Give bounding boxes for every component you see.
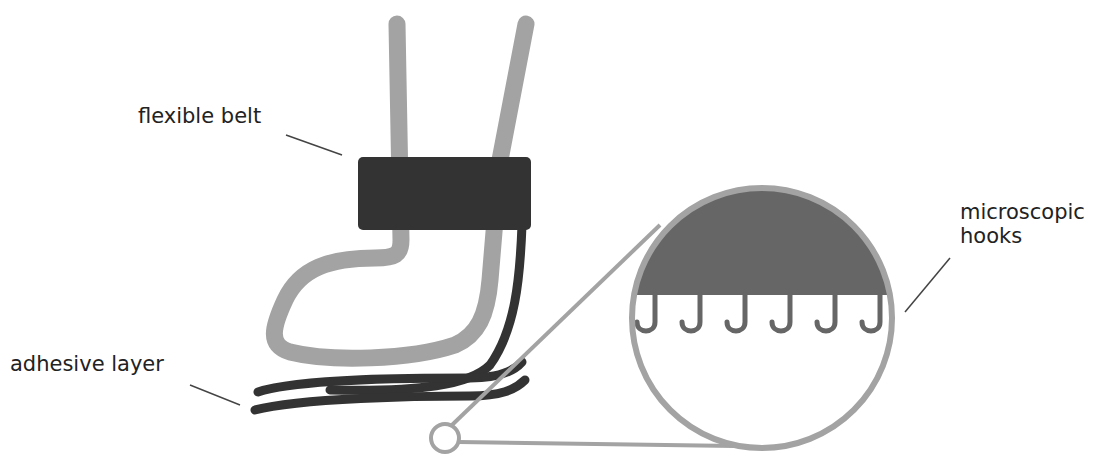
zoom-line <box>452 225 660 425</box>
leader-line <box>905 258 950 312</box>
zoom-line <box>459 442 735 446</box>
hook <box>682 295 700 331</box>
leader-line <box>286 135 342 155</box>
part-label: microscopic hooks <box>960 200 1095 248</box>
zoom-spot <box>431 424 459 452</box>
part-label: adhesive layer <box>10 352 164 376</box>
hook <box>862 295 880 331</box>
leader-line <box>190 385 240 405</box>
hooks <box>637 295 880 331</box>
part-label: flexible belt <box>138 104 261 128</box>
hook <box>637 295 655 331</box>
zoom-circle <box>632 188 892 448</box>
adhesive-layer <box>258 362 522 392</box>
hook <box>727 295 745 331</box>
hook <box>817 295 835 331</box>
foot-inner <box>300 240 455 340</box>
hook <box>772 295 790 331</box>
flexible-belt <box>358 157 531 230</box>
